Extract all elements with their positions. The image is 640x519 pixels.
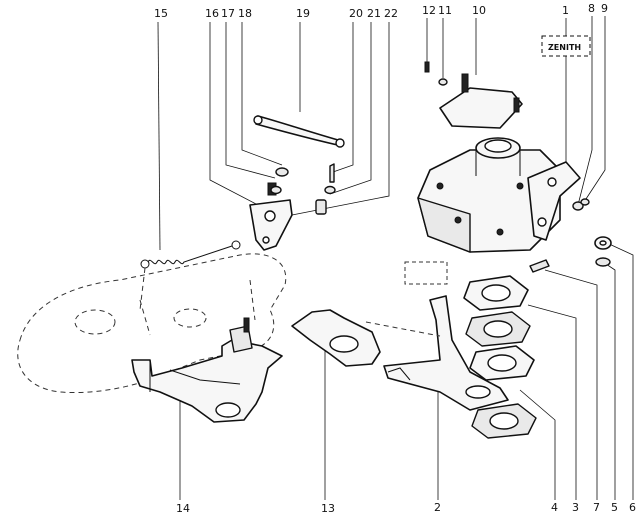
callout-21: 21 — [367, 7, 381, 20]
callout-14: 14 — [176, 502, 190, 515]
callout-7: 7 — [593, 501, 600, 514]
callout-22: 22 — [384, 7, 398, 20]
callout-2: 2 — [434, 501, 441, 514]
callout-10: 10 — [472, 4, 486, 17]
callout-4: 4 — [551, 501, 558, 514]
callout-19: 19 — [296, 7, 310, 20]
throttle-rod — [253, 115, 345, 148]
gasket-stack — [463, 275, 537, 439]
zenith-label: ZENITH — [541, 35, 591, 57]
callout-17: 17 — [221, 7, 235, 20]
heat-shield-plate — [383, 295, 509, 411]
callout-12: 12 — [422, 4, 436, 17]
fasteners-right — [529, 236, 612, 273]
callout-1: 1 — [562, 4, 569, 17]
spacer-plate — [291, 309, 441, 367]
callout-labels-top: 15 16 17 18 19 20 21 22 12 11 10 1 8 9 — [154, 2, 608, 20]
callout-18: 18 — [238, 7, 252, 20]
callout-15: 15 — [154, 7, 168, 20]
return-spring — [139, 240, 241, 311]
callout-9: 9 — [601, 2, 608, 15]
callout-16: 16 — [205, 7, 219, 20]
carburettor-body — [404, 61, 590, 285]
zenith-label-text: ZENITH — [548, 43, 581, 52]
throttle-bracket — [249, 163, 336, 251]
support-bracket — [131, 317, 283, 423]
callout-13: 13 — [321, 502, 335, 515]
leader-lines — [157, 16, 634, 500]
callout-labels-bottom: 14 13 2 4 3 7 5 6 — [176, 501, 636, 515]
callout-3: 3 — [572, 501, 579, 514]
callout-5: 5 — [611, 501, 618, 514]
callout-6: 6 — [629, 501, 636, 514]
callout-11: 11 — [438, 4, 452, 17]
intake-manifold-outline — [17, 253, 287, 394]
callout-8: 8 — [588, 2, 595, 15]
callout-20: 20 — [349, 7, 363, 20]
